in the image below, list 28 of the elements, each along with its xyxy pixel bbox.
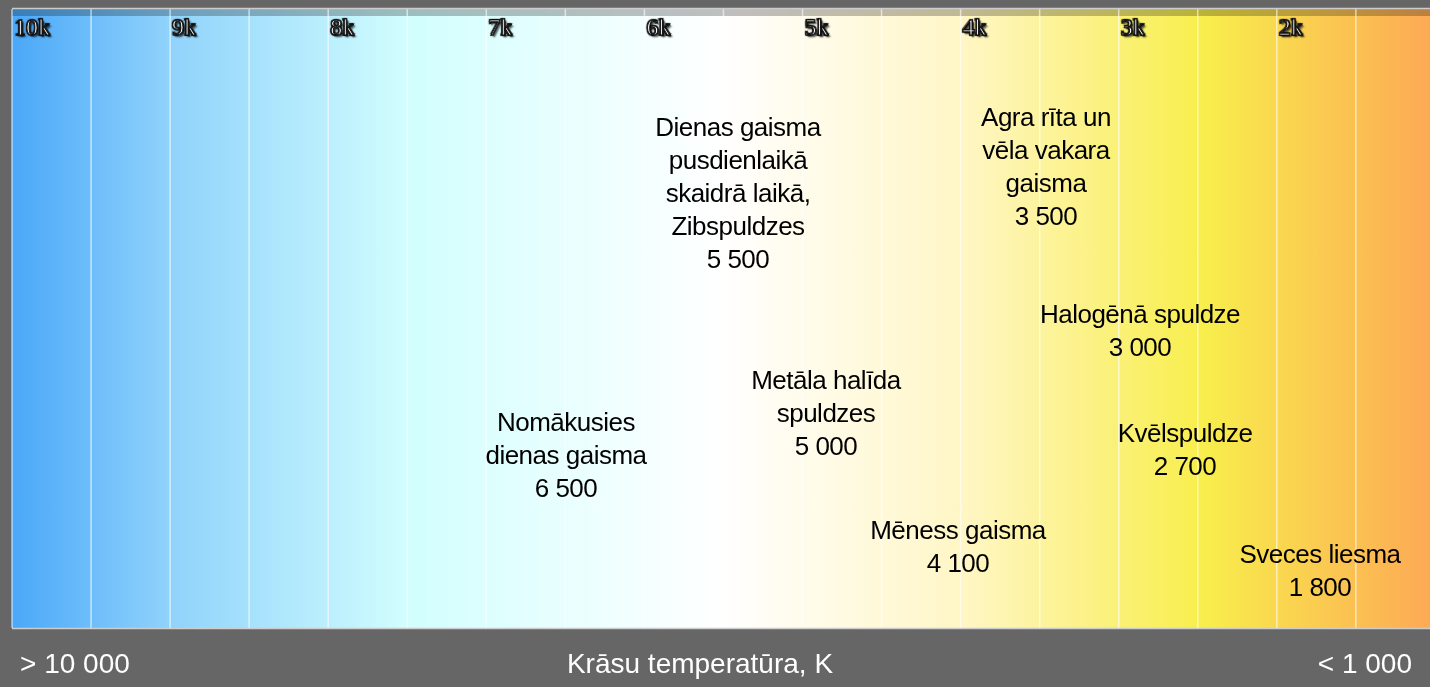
tick-label: 8k xyxy=(330,14,355,40)
light-source-label: 5 000 xyxy=(793,430,859,463)
light-source-label: 2 700 xyxy=(1152,450,1218,483)
axis-label: Krāsu temperatūra, K xyxy=(566,648,834,680)
light-source-label: Mēness gaisma xyxy=(869,514,1048,547)
axis-label: > 10 000 xyxy=(20,648,130,680)
tick-label: 5k xyxy=(804,14,829,40)
tick-label: 6k xyxy=(646,14,671,40)
light-source-label: Halogēnā spuldze xyxy=(1038,298,1242,331)
tick-label: 10k xyxy=(14,14,50,40)
tick-label: 4k xyxy=(962,14,987,40)
light-source-label: 1 800 xyxy=(1287,571,1353,604)
light-source-label: 3 000 xyxy=(1107,331,1173,364)
light-source-label: 4 100 xyxy=(925,547,991,580)
light-source-label: Metāla halīda spuldzes xyxy=(750,364,903,430)
light-source-label: Nomākusies dienas gaisma xyxy=(484,406,648,472)
light-source-label: Agra rīta un vēla vakara gaisma xyxy=(980,101,1112,200)
axis-label: < 1 000 xyxy=(1317,648,1412,680)
light-source-label: 6 500 xyxy=(533,472,599,505)
light-source-label: Sveces liesma xyxy=(1238,538,1402,571)
tick-label: 7k xyxy=(488,14,513,40)
tick-label: 3k xyxy=(1120,14,1145,40)
light-source-label: Dienas gaisma pusdienlaikā skaidrā laikā, Zibspuldzes xyxy=(654,111,823,243)
tick-label: 9k xyxy=(172,14,197,40)
light-source-label: Kvēlspuldze xyxy=(1116,417,1254,450)
tick-label: 2k xyxy=(1278,14,1303,40)
light-source-label: 3 500 xyxy=(1013,200,1079,233)
light-source-label: 5 500 xyxy=(705,243,771,276)
